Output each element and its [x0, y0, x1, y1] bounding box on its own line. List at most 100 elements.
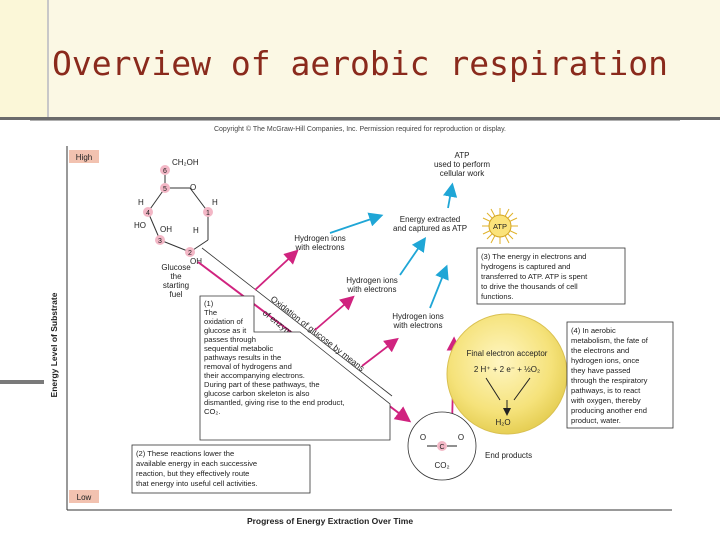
- title-divider-thin: [30, 120, 680, 121]
- co2-carbon: C: [439, 444, 444, 451]
- energy-transfer-arrow-3: [429, 264, 449, 309]
- atp-sun-icon: ATP: [482, 208, 518, 244]
- co2-end-product: C O O CO₂: [407, 411, 477, 481]
- svg-text:(1): (1): [204, 299, 214, 308]
- svg-text:passes through: passes through: [204, 335, 256, 344]
- atp-use-title: ATP: [455, 151, 470, 160]
- svg-text:producing another end: producing another end: [571, 406, 647, 415]
- energy-transfer-arrow-2: [399, 237, 427, 276]
- svg-text:with electrons: with electrons: [347, 285, 397, 294]
- energy-extracted-line1: Energy extracted: [400, 215, 460, 224]
- svg-text:their accompanying electrons.: their accompanying electrons.: [204, 371, 305, 380]
- svg-text:(3) The energy in electrons an: (3) The energy in electrons and: [481, 252, 586, 261]
- explanation-box-4: (4) In aerobic metabolism, the fate of t…: [566, 321, 674, 429]
- x-axis-label: Progress of Energy Extraction Over Time: [247, 516, 413, 526]
- svg-text:the: the: [170, 272, 182, 281]
- high-level-box: [69, 150, 99, 163]
- hydrogen-release-arrow-2: [314, 295, 355, 331]
- final-electron-acceptor-sphere: Final electron acceptor 2 H⁺ + 2 e⁻ + ½O…: [446, 313, 568, 435]
- svg-text:hydrogen ions, once: hydrogen ions, once: [571, 356, 639, 365]
- atp-use-arrow: [442, 182, 458, 209]
- explanation-box-1: (1) The oxidation of glucose as it passe…: [199, 295, 391, 441]
- carbon-atom-1: [203, 207, 213, 217]
- svg-text:to drive the thousands of cell: to drive the thousands of cell: [481, 282, 578, 291]
- energy-extracted-line2: and captured as ATP: [393, 224, 467, 233]
- low-level-label: Low: [77, 493, 92, 502]
- atp-sun-label: ATP: [493, 222, 507, 231]
- low-level-box: [69, 490, 99, 503]
- page-title: Overview of aerobic respiration: [52, 44, 668, 83]
- svg-text:Hydrogen ions: Hydrogen ions: [346, 276, 398, 285]
- svg-text:that energy into useful cell a: that energy into useful cell activities.: [136, 479, 258, 488]
- atom-h-c4: H: [138, 198, 144, 207]
- atom-h-c1: H: [212, 198, 218, 207]
- svg-text:hydrogens is captured and: hydrogens is captured and: [481, 262, 571, 271]
- svg-text:sequential metabolic: sequential metabolic: [204, 344, 273, 353]
- svg-text:product, water.: product, water.: [571, 416, 621, 425]
- svg-text:pathways results in the: pathways results in the: [204, 353, 281, 362]
- title-divider: [0, 117, 720, 120]
- carbon-atom-3: [155, 235, 165, 245]
- svg-text:pathways, is to react: pathways, is to react: [571, 386, 641, 395]
- atom-ring-oxygen: O: [190, 183, 196, 192]
- left-decoration-bar: [0, 380, 46, 384]
- atom-c6: 6: [163, 168, 167, 175]
- svg-text:Glucose: Glucose: [161, 263, 191, 272]
- left-accent-line: [47, 0, 49, 118]
- svg-text:reaction, but they effectively: reaction, but they effectively route: [136, 469, 249, 478]
- atom-ch2oh: CH₂OH: [172, 158, 199, 167]
- atom-oh-c3: OH: [160, 225, 172, 234]
- carbon-atom-6: [160, 165, 170, 175]
- y-axis-label: Energy Level of Substrate: [49, 292, 59, 397]
- svg-text:starting: starting: [163, 281, 189, 290]
- water-product: H₂O: [495, 418, 510, 427]
- svg-text:dismantled, giving rise to the: dismantled, giving rise to the end produ…: [204, 398, 345, 407]
- water-equation: 2 H⁺ + 2 e⁻ + ½O₂: [474, 365, 540, 374]
- explanation-box-3: (3) The energy in electrons and hydrogen…: [476, 247, 626, 305]
- co2-oxygen-left: O: [420, 433, 426, 442]
- co2-label: CO₂: [434, 461, 449, 470]
- atom-c2: 2: [188, 250, 192, 257]
- atom-c5: 5: [163, 186, 167, 193]
- title-band: [48, 0, 720, 118]
- hydrogen-release-arrow-1: [254, 249, 299, 291]
- atom-ho-c4: HO: [134, 221, 146, 230]
- band-edge-line: [201, 247, 393, 397]
- atom-c3: 3: [158, 238, 162, 245]
- svg-text:Hydrogen ions: Hydrogen ions: [294, 234, 346, 243]
- atom-c1: 1: [206, 210, 210, 217]
- svg-text:Hydrogen ions: Hydrogen ions: [392, 312, 444, 321]
- atom-oh-c2: OH: [190, 257, 202, 266]
- svg-text:functions.: functions.: [481, 292, 514, 301]
- high-level-label: High: [76, 153, 92, 162]
- atp-use-line2: used to perform: [434, 160, 490, 169]
- svg-text:with oxygen, thereby: with oxygen, thereby: [570, 396, 641, 405]
- svg-text:The: The: [204, 308, 217, 317]
- svg-text:through the respiratory: through the respiratory: [571, 376, 648, 385]
- end-products-label: End products: [485, 451, 532, 460]
- final-acceptor-label: Final electron acceptor: [467, 349, 548, 358]
- svg-text:available energy in each succe: available energy in each successive: [136, 459, 257, 468]
- svg-text:During part of these pathways,: During part of these pathways, the: [204, 380, 320, 389]
- energy-transfer-arrow-1: [329, 212, 384, 234]
- explanation-box-2: (2) These reactions lower the available …: [131, 444, 311, 494]
- svg-text:CO₂.: CO₂.: [204, 407, 220, 416]
- svg-text:fuel: fuel: [170, 290, 183, 299]
- atom-h-c2: H: [193, 226, 199, 235]
- svg-text:oxidation of: oxidation of: [204, 317, 244, 326]
- carbon-atom-4: [143, 207, 153, 217]
- carbon-atom-5: [160, 183, 170, 193]
- hydrogen-ion-group-1: Hydrogen ions with electrons: [254, 212, 384, 291]
- svg-text:the electrons and: the electrons and: [571, 346, 629, 355]
- svg-text:glucose as it: glucose as it: [204, 326, 247, 335]
- svg-text:metabolism, the fate of: metabolism, the fate of: [571, 336, 649, 345]
- glucose-molecule: 6 5 4 3 2 1 CH₂OH O H HO OH H H OH: [134, 158, 218, 266]
- svg-text:they have passed: they have passed: [571, 366, 631, 375]
- co2-oxygen-right: O: [458, 433, 464, 442]
- svg-text:with electrons: with electrons: [295, 243, 345, 252]
- glucose-caption: Glucose the starting fuel: [161, 263, 191, 299]
- atom-c4: 4: [146, 210, 150, 217]
- carbon-atom-2: [185, 247, 195, 257]
- copyright-notice: Copyright © The McGraw-Hill Companies, I…: [214, 125, 506, 133]
